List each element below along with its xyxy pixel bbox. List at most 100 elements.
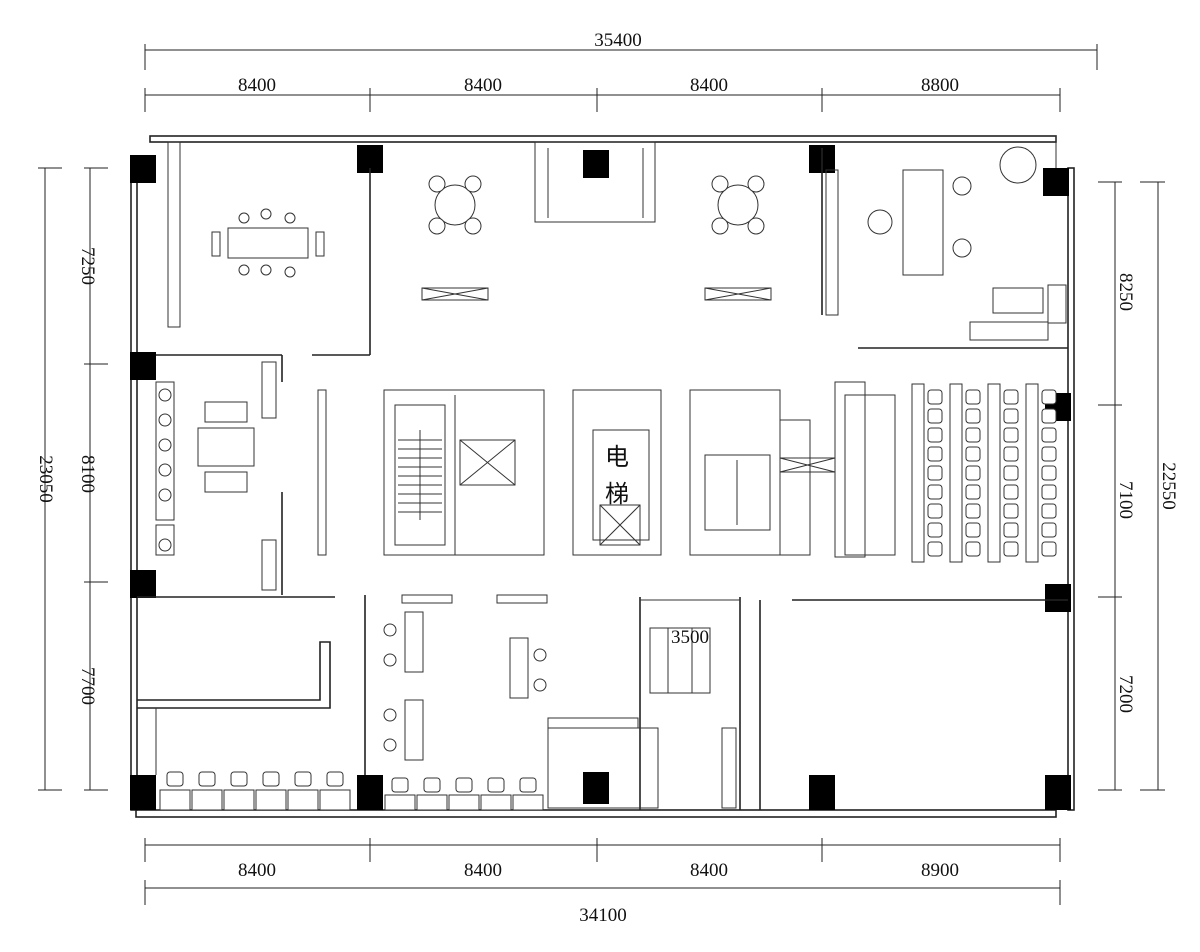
dim-bottom-total: 34100	[579, 905, 627, 926]
dim-top-seg-2: 8400	[464, 75, 502, 96]
director-office	[867, 146, 1067, 341]
dim-bottom-seg-1: 8400	[238, 860, 276, 881]
training-desk	[987, 383, 1001, 563]
elevator-shaft-left	[459, 439, 516, 486]
dim-left-total: 23050	[35, 455, 56, 503]
training-chair	[927, 427, 943, 443]
desk-chair	[198, 771, 216, 787]
round-table-right	[711, 175, 765, 235]
dim-left-seg-3: 7700	[77, 667, 98, 705]
dim-right-seg-3: 7200	[1115, 675, 1136, 713]
training-chair	[927, 465, 943, 481]
dim-right-total: 22550	[1158, 462, 1179, 510]
open-office-furniture	[383, 594, 659, 809]
room-dim-label: 3500	[671, 627, 709, 648]
dim-top-seg-4: 8800	[921, 75, 959, 96]
dim-top-total: 35400	[594, 30, 642, 51]
training-chair	[965, 465, 981, 481]
desk	[223, 789, 255, 811]
desk-chair	[455, 777, 473, 793]
training-desk	[949, 383, 963, 563]
training-chair	[927, 522, 943, 538]
desk-chair	[230, 771, 248, 787]
interior-walls	[137, 141, 1068, 810]
entrance-top	[534, 141, 656, 223]
dim-top-seg-1: 8400	[238, 75, 276, 96]
dimension-labels: 35400 8400 8400 8400 8800 8400 8400 8400…	[35, 30, 1179, 926]
dim-bottom-seg-3: 8400	[690, 860, 728, 881]
dim-left-seg-1: 7250	[77, 247, 98, 285]
training-chair	[1003, 522, 1019, 538]
stairwell-left	[394, 404, 446, 546]
training-chair	[1003, 541, 1019, 557]
stairwell-right	[704, 454, 836, 531]
elevator-label-1: 电	[605, 443, 629, 471]
desk	[191, 789, 223, 811]
desk	[255, 789, 287, 811]
training-chair	[1003, 427, 1019, 443]
dimension-lines	[38, 44, 1165, 905]
training-chair	[1041, 389, 1057, 405]
dim-bottom-seg-4: 8900	[921, 860, 959, 881]
workstations-bottom	[159, 771, 544, 811]
training-chair	[965, 503, 981, 519]
training-chair	[965, 389, 981, 405]
desk-chair	[423, 777, 441, 793]
desk	[319, 789, 351, 811]
dim-right-seg-2: 7100	[1115, 481, 1136, 519]
desk	[448, 794, 480, 811]
round-table-left	[428, 175, 482, 235]
training-chair	[927, 484, 943, 500]
desk	[384, 794, 416, 811]
desk	[416, 794, 448, 811]
training-chair	[927, 503, 943, 519]
training-chair	[1041, 408, 1057, 424]
desk-chair	[326, 771, 344, 787]
training-chair	[927, 408, 943, 424]
desk	[287, 789, 319, 811]
training-chair	[1041, 446, 1057, 462]
training-chair	[1041, 427, 1057, 443]
training-chair	[1041, 541, 1057, 557]
training-room	[911, 383, 1057, 563]
training-chair	[927, 541, 943, 557]
elevator-core: 电 梯	[592, 429, 650, 546]
dim-top-seg-3: 8400	[690, 75, 728, 96]
meeting-table	[211, 208, 325, 278]
desk-chair	[262, 771, 280, 787]
desk-chair	[166, 771, 184, 787]
training-chair	[965, 522, 981, 538]
training-chair	[965, 541, 981, 557]
training-chair	[1041, 503, 1057, 519]
dim-right-seg-1: 8250	[1115, 273, 1136, 311]
training-chair	[1003, 484, 1019, 500]
desk-chair	[294, 771, 312, 787]
training-chair	[965, 427, 981, 443]
training-chair	[965, 408, 981, 424]
training-chair	[1041, 484, 1057, 500]
training-chair	[1041, 465, 1057, 481]
desk	[480, 794, 512, 811]
desk-chair	[391, 777, 409, 793]
desk	[512, 794, 544, 811]
training-desk	[1025, 383, 1039, 563]
benches	[421, 287, 772, 301]
corridor-room: 3500	[649, 627, 737, 809]
desk	[159, 789, 191, 811]
training-chair	[1041, 522, 1057, 538]
training-chair	[1003, 389, 1019, 405]
dim-bottom-seg-2: 8400	[464, 860, 502, 881]
desk-chair	[519, 777, 537, 793]
training-chair	[1003, 446, 1019, 462]
training-chair	[1003, 465, 1019, 481]
training-chair	[1003, 503, 1019, 519]
training-chair	[1003, 408, 1019, 424]
elevator-label-2: 梯	[605, 480, 629, 508]
training-chair	[927, 389, 943, 405]
structural-columns	[130, 145, 1071, 810]
training-desk	[911, 383, 925, 563]
dim-left-seg-2: 8100	[77, 455, 98, 493]
left-room-furniture	[155, 361, 277, 591]
training-chair	[927, 446, 943, 462]
